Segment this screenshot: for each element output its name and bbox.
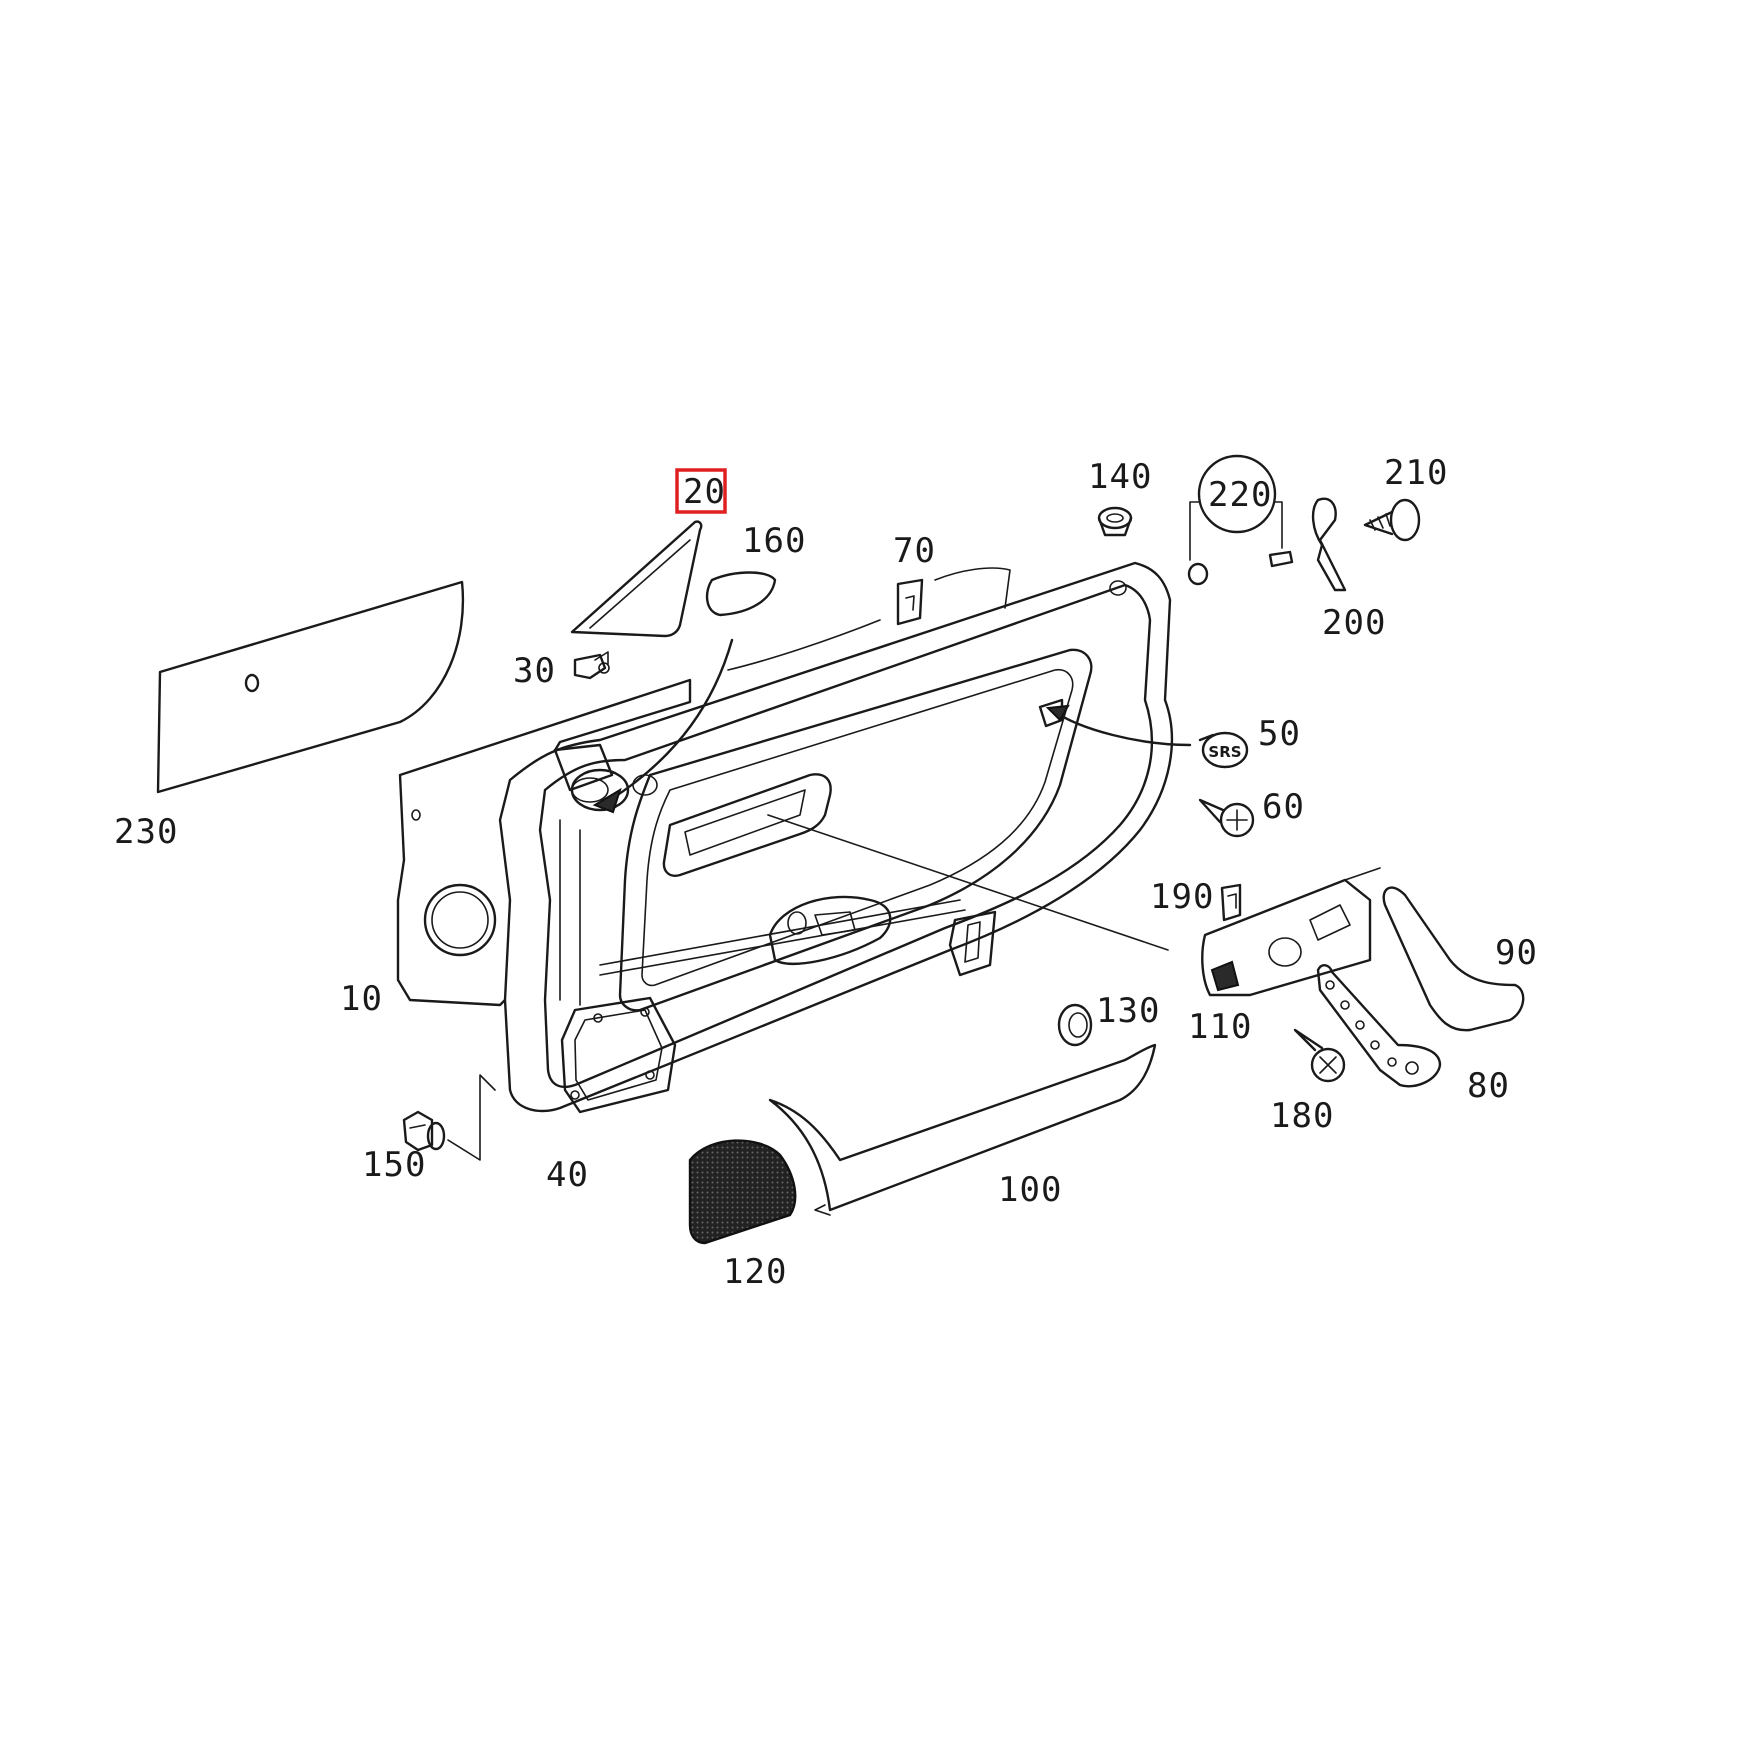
label-30: 30 bbox=[513, 651, 556, 691]
part-40-door-trim-panel bbox=[498, 561, 1174, 1114]
part-210-screw bbox=[1363, 498, 1421, 542]
highlight-box-20 bbox=[675, 468, 727, 514]
label-80: 80 bbox=[1467, 1066, 1510, 1106]
label-40: 40 bbox=[546, 1155, 589, 1195]
label-100: 100 bbox=[998, 1170, 1062, 1210]
label-10: 10 bbox=[340, 979, 383, 1019]
label-160: 160 bbox=[742, 521, 806, 561]
label-150: 150 bbox=[362, 1145, 426, 1185]
part-230-sheet bbox=[156, 580, 465, 794]
label-90: 90 bbox=[1495, 933, 1538, 973]
label-220: 220 bbox=[1208, 475, 1272, 515]
part-180-screw bbox=[1293, 1028, 1346, 1083]
part-20-mirror-triangle bbox=[570, 520, 703, 638]
part-70-clip bbox=[727, 567, 1011, 671]
label-60: 60 bbox=[1262, 787, 1305, 827]
label-120: 120 bbox=[723, 1252, 787, 1292]
part-140-grommet bbox=[1097, 506, 1133, 537]
part-150-push-clip bbox=[402, 1074, 496, 1161]
leader-lines bbox=[767, 814, 1169, 951]
part-120-speaker-grille bbox=[688, 1139, 797, 1245]
part-50-srs-badge: SRS bbox=[1045, 704, 1249, 769]
label-180: 180 bbox=[1270, 1096, 1334, 1136]
label-70: 70 bbox=[893, 531, 936, 571]
part-60-screw bbox=[1198, 798, 1255, 838]
label-110: 110 bbox=[1188, 1007, 1252, 1047]
part-80-bracket bbox=[1316, 964, 1442, 1088]
part-100-lower-strip bbox=[768, 1043, 1157, 1216]
part-110-switch-panel bbox=[1201, 867, 1381, 997]
label-50: 50 bbox=[1258, 714, 1301, 754]
label-20: 20 bbox=[683, 472, 726, 512]
label-190: 190 bbox=[1150, 877, 1214, 917]
label-140: 140 bbox=[1088, 457, 1152, 497]
part-30-clip bbox=[573, 651, 610, 680]
part-220-callout bbox=[1187, 454, 1294, 586]
label-130: 130 bbox=[1096, 991, 1160, 1031]
label-200: 200 bbox=[1322, 603, 1386, 643]
part-160-tweeter-cover bbox=[592, 571, 777, 814]
part-200-bracket bbox=[1311, 497, 1347, 592]
part-90-pull-handle bbox=[1382, 886, 1525, 1032]
label-210: 210 bbox=[1384, 453, 1448, 493]
srs-badge-text: SRS bbox=[1208, 743, 1241, 761]
part-190-clip bbox=[1220, 883, 1242, 922]
label-230: 230 bbox=[114, 812, 178, 852]
part-130-grommet bbox=[1057, 1003, 1093, 1047]
